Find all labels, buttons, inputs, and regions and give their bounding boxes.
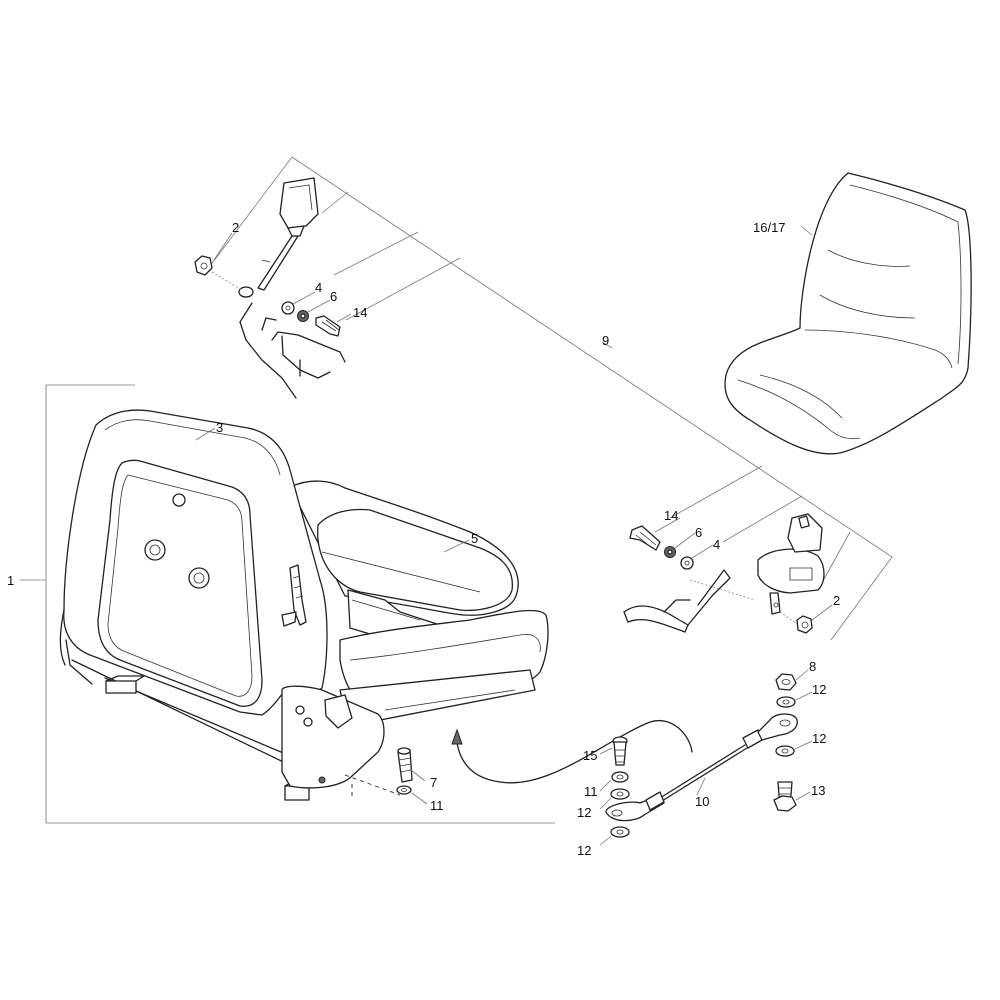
washer-12-left-upper [610, 788, 630, 800]
bolt-7 [397, 747, 413, 783]
callout-6-upper: 6 [330, 289, 337, 304]
washer-6-lower [664, 546, 676, 558]
cable-route-arrow [451, 719, 693, 784]
backrest-lever [281, 564, 307, 627]
callout-12-left-lower: 12 [577, 843, 591, 858]
washer-12-left-lower [610, 826, 630, 838]
washer-6-upper [297, 310, 309, 322]
callout-11-right: 11 [584, 784, 598, 799]
callout-15: 15 [583, 748, 597, 763]
seat-base-rail [65, 639, 319, 801]
seat-cushion [289, 480, 549, 721]
washer-4-lower [680, 556, 694, 570]
callout-14-lower: 14 [664, 508, 678, 523]
nut-2-lower [796, 615, 813, 634]
bolt-15 [612, 736, 628, 766]
callout-11-left: 11 [430, 798, 444, 813]
assembly-bracket [20, 384, 555, 824]
nut-2-upper [194, 255, 243, 291]
callout-8: 8 [809, 659, 816, 674]
cable-eye-right [757, 713, 798, 741]
callout-5: 5 [471, 531, 478, 546]
callout-3: 3 [216, 420, 223, 435]
callout-2-lower: 2 [833, 593, 840, 608]
callout-1: 1 [7, 573, 14, 588]
callout-6-lower: 6 [695, 525, 702, 540]
washer-12-right-lower [775, 745, 795, 757]
callout-10: 10 [695, 794, 709, 809]
leader-lines [195, 225, 833, 846]
callout-14-upper: 14 [353, 305, 367, 320]
washer-4-upper [281, 301, 295, 315]
seat-backrest [59, 409, 328, 716]
seatbelt-buckle-upper [238, 177, 319, 298]
mounting-bracket-lower [623, 569, 756, 633]
seat-side-panel [281, 685, 385, 789]
bolt-13 [773, 781, 797, 812]
callout-4-upper: 4 [315, 280, 322, 295]
callout-12-right-lower: 12 [812, 731, 826, 746]
callout-7: 7 [430, 775, 437, 790]
washer-11-right [611, 771, 629, 783]
callout-16-17: 16/17 [753, 220, 786, 235]
callout-13: 13 [811, 783, 825, 798]
washer-12-right-upper [776, 696, 796, 708]
washer-11-left [396, 785, 412, 795]
callouts: 1 2 3 4 6 14 16/17 9 5 14 6 4 2 8 12 12 … [7, 220, 840, 858]
callout-4-lower: 4 [713, 537, 720, 552]
bolt-14-upper [315, 315, 341, 337]
mounting-bracket-upper [239, 302, 346, 399]
seat-cover [724, 172, 972, 455]
callout-2-upper: 2 [232, 220, 239, 235]
nut-8 [775, 673, 797, 691]
seatbelt-group-bracket [206, 156, 893, 641]
seatbelt-retractor-lower [757, 513, 825, 627]
callout-12-left-upper: 12 [577, 805, 591, 820]
callout-9: 9 [602, 333, 609, 348]
bolt-14-lower [629, 525, 661, 551]
callout-12-right-upper: 12 [812, 682, 826, 697]
